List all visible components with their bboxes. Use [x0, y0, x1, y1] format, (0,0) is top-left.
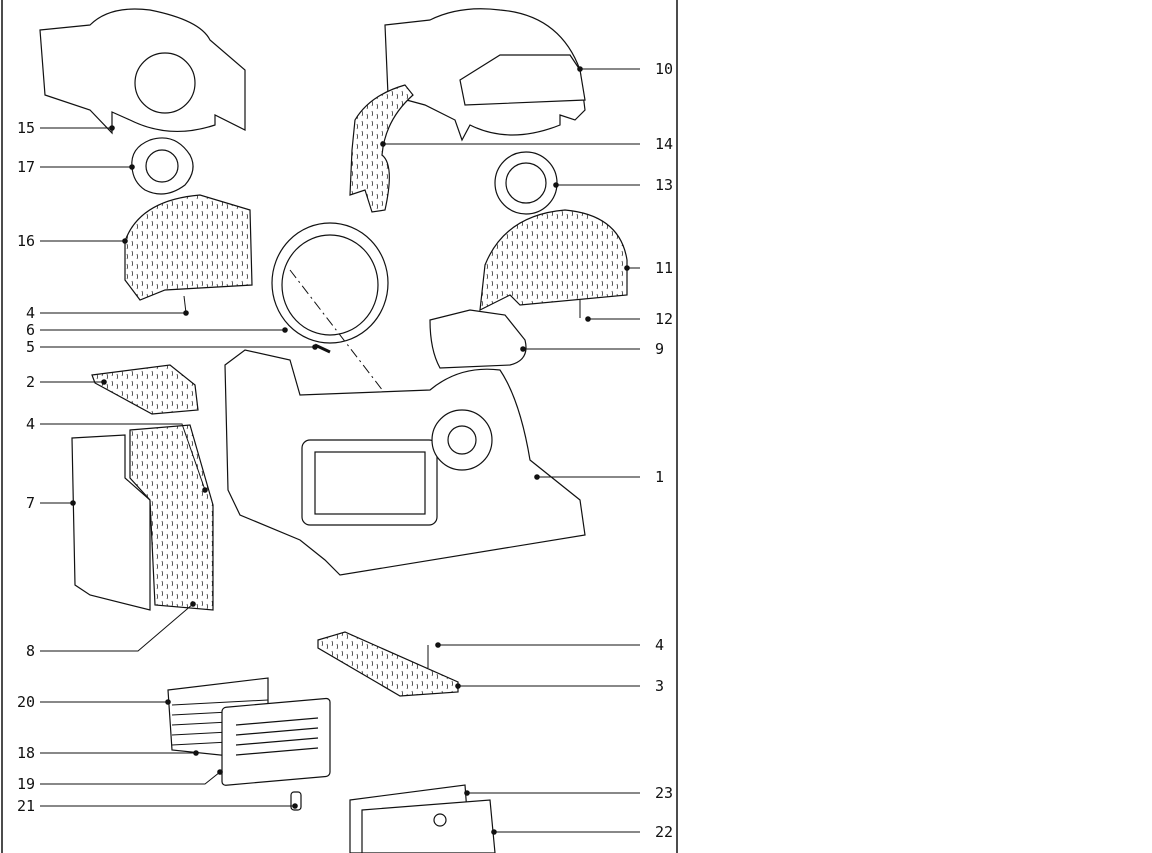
callout-label: 2 — [26, 373, 35, 391]
callout-label: 7 — [26, 494, 35, 512]
leader-dot — [70, 500, 76, 506]
part-2-insulation — [91, 364, 199, 415]
part-22-frame — [361, 799, 496, 853]
leader-dot — [193, 750, 199, 756]
leader-dot — [380, 141, 386, 147]
callout-label: 1 — [655, 468, 664, 486]
callout-label: 4 — [26, 304, 35, 322]
part-8-insulation — [129, 424, 214, 611]
leader-dot — [534, 474, 540, 480]
callout-label: 18 — [17, 744, 35, 762]
leader-dot — [577, 66, 583, 72]
leader-dot — [109, 125, 115, 131]
callout-label: 21 — [17, 797, 35, 815]
callout-label: 14 — [655, 135, 673, 153]
callout-label: 19 — [17, 775, 35, 793]
leader-dot — [553, 182, 559, 188]
part-16-insulation — [124, 194, 253, 301]
callout-label: 8 — [26, 642, 35, 660]
part-14-insulation — [349, 84, 414, 213]
leader-dot — [464, 790, 470, 796]
part-15-opening — [134, 52, 196, 114]
callout-label: 4 — [655, 636, 664, 654]
callout-label: 22 — [655, 823, 673, 841]
callout-label: 13 — [655, 176, 673, 194]
leader-dot — [217, 769, 223, 775]
leader-dot — [435, 642, 441, 648]
leader-dot — [491, 829, 497, 835]
callout-label: 11 — [655, 259, 673, 277]
callout-label: 15 — [17, 119, 35, 137]
leader-dot — [292, 803, 298, 809]
leader-line — [40, 603, 194, 652]
leader-line — [40, 423, 206, 491]
callout-label: 16 — [17, 232, 35, 250]
leader-dot — [202, 487, 208, 493]
leader-dot — [455, 683, 461, 689]
leader-dot — [165, 699, 171, 705]
callout-label: 23 — [655, 784, 673, 802]
part-7-panel — [71, 434, 151, 611]
callout-label: 4 — [26, 415, 35, 433]
callout-label: 20 — [17, 693, 35, 711]
parts — [39, 8, 628, 853]
leader-line — [40, 771, 221, 785]
leader-dot — [312, 344, 318, 350]
leader-dot — [129, 164, 135, 170]
leader-dot — [101, 379, 107, 385]
leader-dot — [122, 238, 128, 244]
callout-label: 6 — [26, 321, 35, 339]
leader-dot — [190, 601, 196, 607]
part-11-insulation — [479, 209, 628, 312]
leader-dot — [183, 310, 189, 316]
leader-dot — [520, 346, 526, 352]
callout-label: 10 — [655, 60, 673, 78]
leader-dot — [585, 316, 591, 322]
callout-label: 9 — [655, 340, 664, 358]
leader-dot — [624, 265, 630, 271]
part-9-cover — [429, 309, 527, 369]
leader-dot — [282, 327, 288, 333]
callout-label: 3 — [655, 677, 664, 695]
callout-label: 17 — [17, 158, 35, 176]
callout-label: 12 — [655, 310, 673, 328]
part-3-insulation — [317, 631, 459, 697]
callout-label: 5 — [26, 338, 35, 356]
